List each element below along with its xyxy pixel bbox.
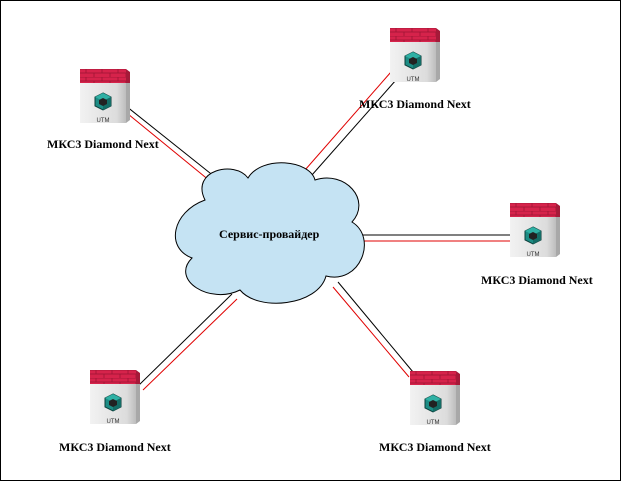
utm-badge: UTM — [97, 118, 110, 124]
device-label-5: МКС3 Diamond Next — [379, 440, 491, 454]
cloud-label: Сервис-провайдер — [219, 227, 320, 241]
service-provider-cloud — [175, 162, 365, 304]
links — [125, 71, 510, 391]
utm-device-3 — [509, 202, 561, 258]
device-label-2: МКС3 Diamond Next — [359, 97, 471, 111]
utm-device-1 — [79, 68, 131, 124]
badges: UTM UTM UTM UTM UTM — [97, 77, 540, 426]
utm-badge: UTM — [107, 419, 120, 425]
utm-badge: UTM — [427, 420, 440, 426]
device-label-3: МКС3 Diamond Next — [481, 273, 593, 287]
utm-device-5 — [409, 370, 461, 426]
utm-badge: UTM — [527, 252, 540, 258]
utm-device-4 — [89, 369, 141, 425]
device-label-1: МКС3 Diamond Next — [47, 137, 159, 151]
device-label-4: МКС3 Diamond Next — [59, 440, 171, 454]
utm-badge: UTM — [407, 77, 420, 83]
utm-device-2 — [389, 27, 441, 83]
